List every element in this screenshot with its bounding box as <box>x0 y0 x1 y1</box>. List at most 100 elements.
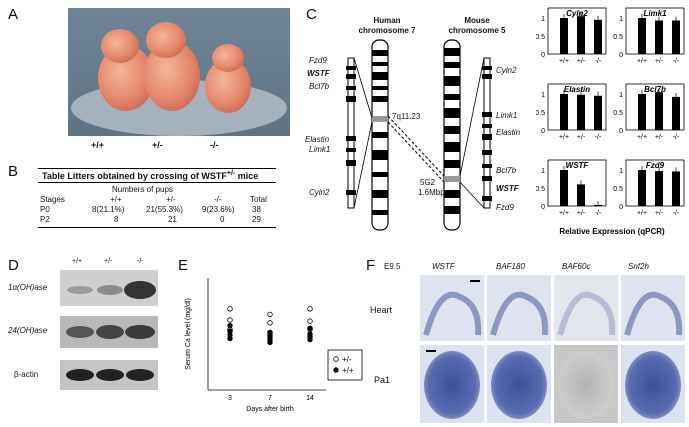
y-tick-label: 1 <box>541 16 545 23</box>
mouse-chr-title-1: Mouse <box>464 16 490 25</box>
x-tick-label: -/- <box>595 210 602 217</box>
x-tick-label: -/- <box>673 210 680 217</box>
litters-table: Table Litters obtained by crossing of WS… <box>38 168 276 228</box>
blot-row-actin-label: β-actin <box>14 370 39 379</box>
mouse-chromosome <box>443 39 461 231</box>
x-tick-label: -/- <box>673 58 680 65</box>
bar <box>577 184 585 206</box>
chart-title: Elastin <box>564 85 590 94</box>
chromosome-diagram <box>346 39 492 231</box>
col-ko: -/- <box>214 195 222 204</box>
bar <box>672 171 680 206</box>
human-chr-title-2: chromosome 7 <box>358 26 416 35</box>
stage-label: E9.5 <box>384 262 401 271</box>
y-tick-label: 0.5 <box>613 34 623 41</box>
x-tick-label: +/+ <box>637 58 647 65</box>
human-gene-wstf: WSTF <box>307 69 330 78</box>
human-gene-limk1: Limk1 <box>309 145 331 154</box>
table-title: Table Litters obtained by crossing of WS… <box>38 169 276 183</box>
table-body: Numbers of pups Stages +/+ +/- -/- Total… <box>38 183 276 227</box>
pups-photo <box>68 8 290 136</box>
panel-label-f: F <box>366 257 376 274</box>
x-tick-label: +/- <box>577 210 586 217</box>
x-tick-label: 7 <box>268 395 272 402</box>
human-gene-bcl7b: Bcl7b <box>309 82 330 91</box>
bar <box>672 96 680 130</box>
qpcr-charts: Cyln2 1 0.5 0 +/+ +/- -/- Limk1 1 0.5 0 +/+ +/- -/- El… <box>536 7 685 236</box>
x-tick-label: -/- <box>673 134 680 141</box>
y-tick-label: 0 <box>541 52 545 59</box>
panel-label-d: D <box>8 257 19 274</box>
legend-frame <box>327 349 363 381</box>
table-cell: P2 <box>40 215 50 224</box>
data-point <box>307 306 313 312</box>
human-band-label: 7q11.23 <box>392 112 421 121</box>
mouse-chr-title-2: chromosome 5 <box>448 26 506 35</box>
row-pa1: Pa1 <box>374 375 391 385</box>
mouse-chr-title: Mouse chromosome 5 <box>442 16 512 36</box>
x-tick-label: +/+ <box>637 210 647 217</box>
y-tick-label: 1 <box>619 168 623 175</box>
table-cell: 0 <box>220 215 225 224</box>
table-cell: 21 <box>168 215 177 224</box>
human-locus <box>346 57 373 209</box>
genotype-het-label: +/- <box>152 140 163 150</box>
col-het: +/- <box>166 195 176 204</box>
chart-title: Fzd9 <box>646 161 665 170</box>
panel-label-b: B <box>8 163 19 180</box>
row-heart: Heart <box>370 305 393 315</box>
mouse-gene-fzd9: Fzd9 <box>496 203 514 212</box>
in-situ-grid <box>420 275 685 423</box>
table-cell: P0 <box>40 205 50 214</box>
numbers-header: Numbers of pups <box>112 185 173 194</box>
x-tick-label: 3 <box>228 395 232 402</box>
col-wt: +/+ <box>110 195 122 204</box>
y-tick-label: 0 <box>541 128 545 135</box>
legend-label: +/+ <box>342 366 354 375</box>
mouse-size-label: 1.6Mbp <box>418 188 445 197</box>
human-gene-cyln2: Cyln2 <box>309 188 330 197</box>
x-tick-label: +/+ <box>637 134 647 141</box>
data-point <box>227 335 233 342</box>
mouse-gene-cyln2: Cyln2 <box>496 66 517 75</box>
bar <box>655 171 663 206</box>
legend-marker <box>333 367 339 373</box>
data-point <box>267 320 273 326</box>
x-tick-label: -/- <box>595 134 602 141</box>
bar <box>655 20 663 54</box>
mouse-gene-wstf: WSTF <box>496 184 519 193</box>
data-point <box>227 306 233 312</box>
bar <box>672 20 680 54</box>
table-cell: 38 <box>252 205 261 214</box>
blot-panel <box>60 270 158 390</box>
blot-row-1a-label: 1α(OH)ase <box>8 283 48 292</box>
col-snf2h: Snf2h <box>628 262 649 271</box>
chart-title: Cyln2 <box>566 9 588 18</box>
y-tick-label: 0 <box>619 128 623 135</box>
chart-title: Limk1 <box>643 9 667 18</box>
col-total: Total <box>250 195 267 204</box>
panel-label-e: E <box>178 257 189 274</box>
y-tick-label: 0.5 <box>536 110 545 117</box>
x-tick-label: 14 <box>306 395 314 402</box>
y-tick-label: 0 <box>541 204 545 211</box>
x-tick-label: +/- <box>577 134 586 141</box>
y-tick-label: 0.5 <box>536 186 545 193</box>
x-tick-label: +/- <box>577 58 586 65</box>
legend-marker <box>333 356 339 362</box>
x-tick-label: +/+ <box>559 134 569 141</box>
bar <box>594 204 602 206</box>
table-title-post: mice <box>235 171 259 181</box>
bar <box>577 16 585 54</box>
human-gene-fzd9: Fzd9 <box>309 56 327 65</box>
x-tick-label: +/+ <box>559 58 569 65</box>
data-point <box>307 325 313 332</box>
data-point <box>267 311 273 318</box>
legend-label: +/- <box>342 355 352 364</box>
human-chromosome <box>371 39 389 231</box>
col-baf60c: BAF60c <box>562 262 591 271</box>
y-tick-label: 1 <box>541 168 545 175</box>
